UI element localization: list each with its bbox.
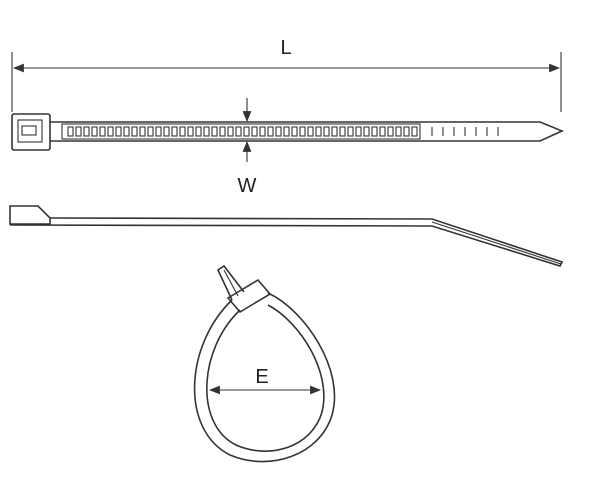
serration-tooth xyxy=(323,126,330,137)
serration-tooth xyxy=(347,126,354,137)
serration-tooth xyxy=(139,126,146,137)
serration-tooth xyxy=(259,126,266,137)
serration-tooth xyxy=(339,126,346,137)
serration-tooth xyxy=(179,126,186,137)
cable-tie-loop-view: E xyxy=(193,264,336,463)
serration-tooth xyxy=(163,126,170,137)
tie-serrations xyxy=(67,126,418,137)
serration-tooth xyxy=(83,126,90,137)
serration-tooth xyxy=(315,126,322,137)
serration-tooth xyxy=(203,126,210,137)
tie-serrated-zone xyxy=(61,123,421,140)
serration-tooth xyxy=(171,126,178,137)
width-label: W xyxy=(238,175,257,197)
serration-tooth xyxy=(403,126,410,137)
loop-tail-line xyxy=(223,269,239,297)
serration-tooth xyxy=(99,126,106,137)
serration-tooth xyxy=(275,126,282,137)
serration-tooth xyxy=(267,126,274,137)
serration-tooth xyxy=(363,126,370,137)
serration-tooth xyxy=(219,126,226,137)
serration-tooth xyxy=(107,126,114,137)
serration-tooth xyxy=(211,126,218,137)
serration-tooth xyxy=(195,126,202,137)
serration-tooth xyxy=(387,126,394,137)
diameter-label: E xyxy=(255,366,268,388)
tie-side-strap xyxy=(9,217,564,267)
serration-tooth xyxy=(187,126,194,137)
tie-head xyxy=(11,113,51,151)
serration-tooth xyxy=(371,126,378,137)
loop-inner xyxy=(206,304,325,452)
serration-tooth xyxy=(411,126,418,137)
serration-tooth xyxy=(355,126,362,137)
tie-head-slot xyxy=(17,119,43,143)
length-label: L xyxy=(280,37,291,59)
serration-tooth xyxy=(251,126,258,137)
cable-tie-top-view xyxy=(11,113,565,151)
serration-tooth xyxy=(75,126,82,137)
serration-tooth xyxy=(331,126,338,137)
tie-tail-marks xyxy=(431,127,499,136)
serration-tooth xyxy=(291,126,298,137)
serration-tooth xyxy=(235,126,242,137)
serration-tooth xyxy=(115,126,122,137)
tie-strap-outline xyxy=(50,121,565,142)
serration-tooth xyxy=(395,126,402,137)
serration-tooth xyxy=(307,126,314,137)
tie-side-head xyxy=(9,205,51,225)
serration-tooth xyxy=(243,126,250,137)
serration-tooth xyxy=(227,126,234,137)
serration-tooth xyxy=(147,126,154,137)
serration-tooth xyxy=(131,126,138,137)
serration-tooth xyxy=(379,126,386,137)
serration-tooth xyxy=(67,126,74,137)
length-dimension: L xyxy=(11,37,562,112)
tie-side-strap-inner xyxy=(431,221,562,265)
loop-head xyxy=(226,278,272,314)
serration-tooth xyxy=(155,126,162,137)
loop-tail xyxy=(216,264,245,301)
loop-outer xyxy=(193,292,336,463)
serration-tooth xyxy=(123,126,130,137)
serration-tooth xyxy=(91,126,98,137)
serration-tooth xyxy=(283,126,290,137)
width-dimension: W xyxy=(238,98,257,197)
cable-tie-side-view xyxy=(9,205,564,267)
serration-tooth xyxy=(299,126,306,137)
tie-head-pawl xyxy=(21,125,37,136)
